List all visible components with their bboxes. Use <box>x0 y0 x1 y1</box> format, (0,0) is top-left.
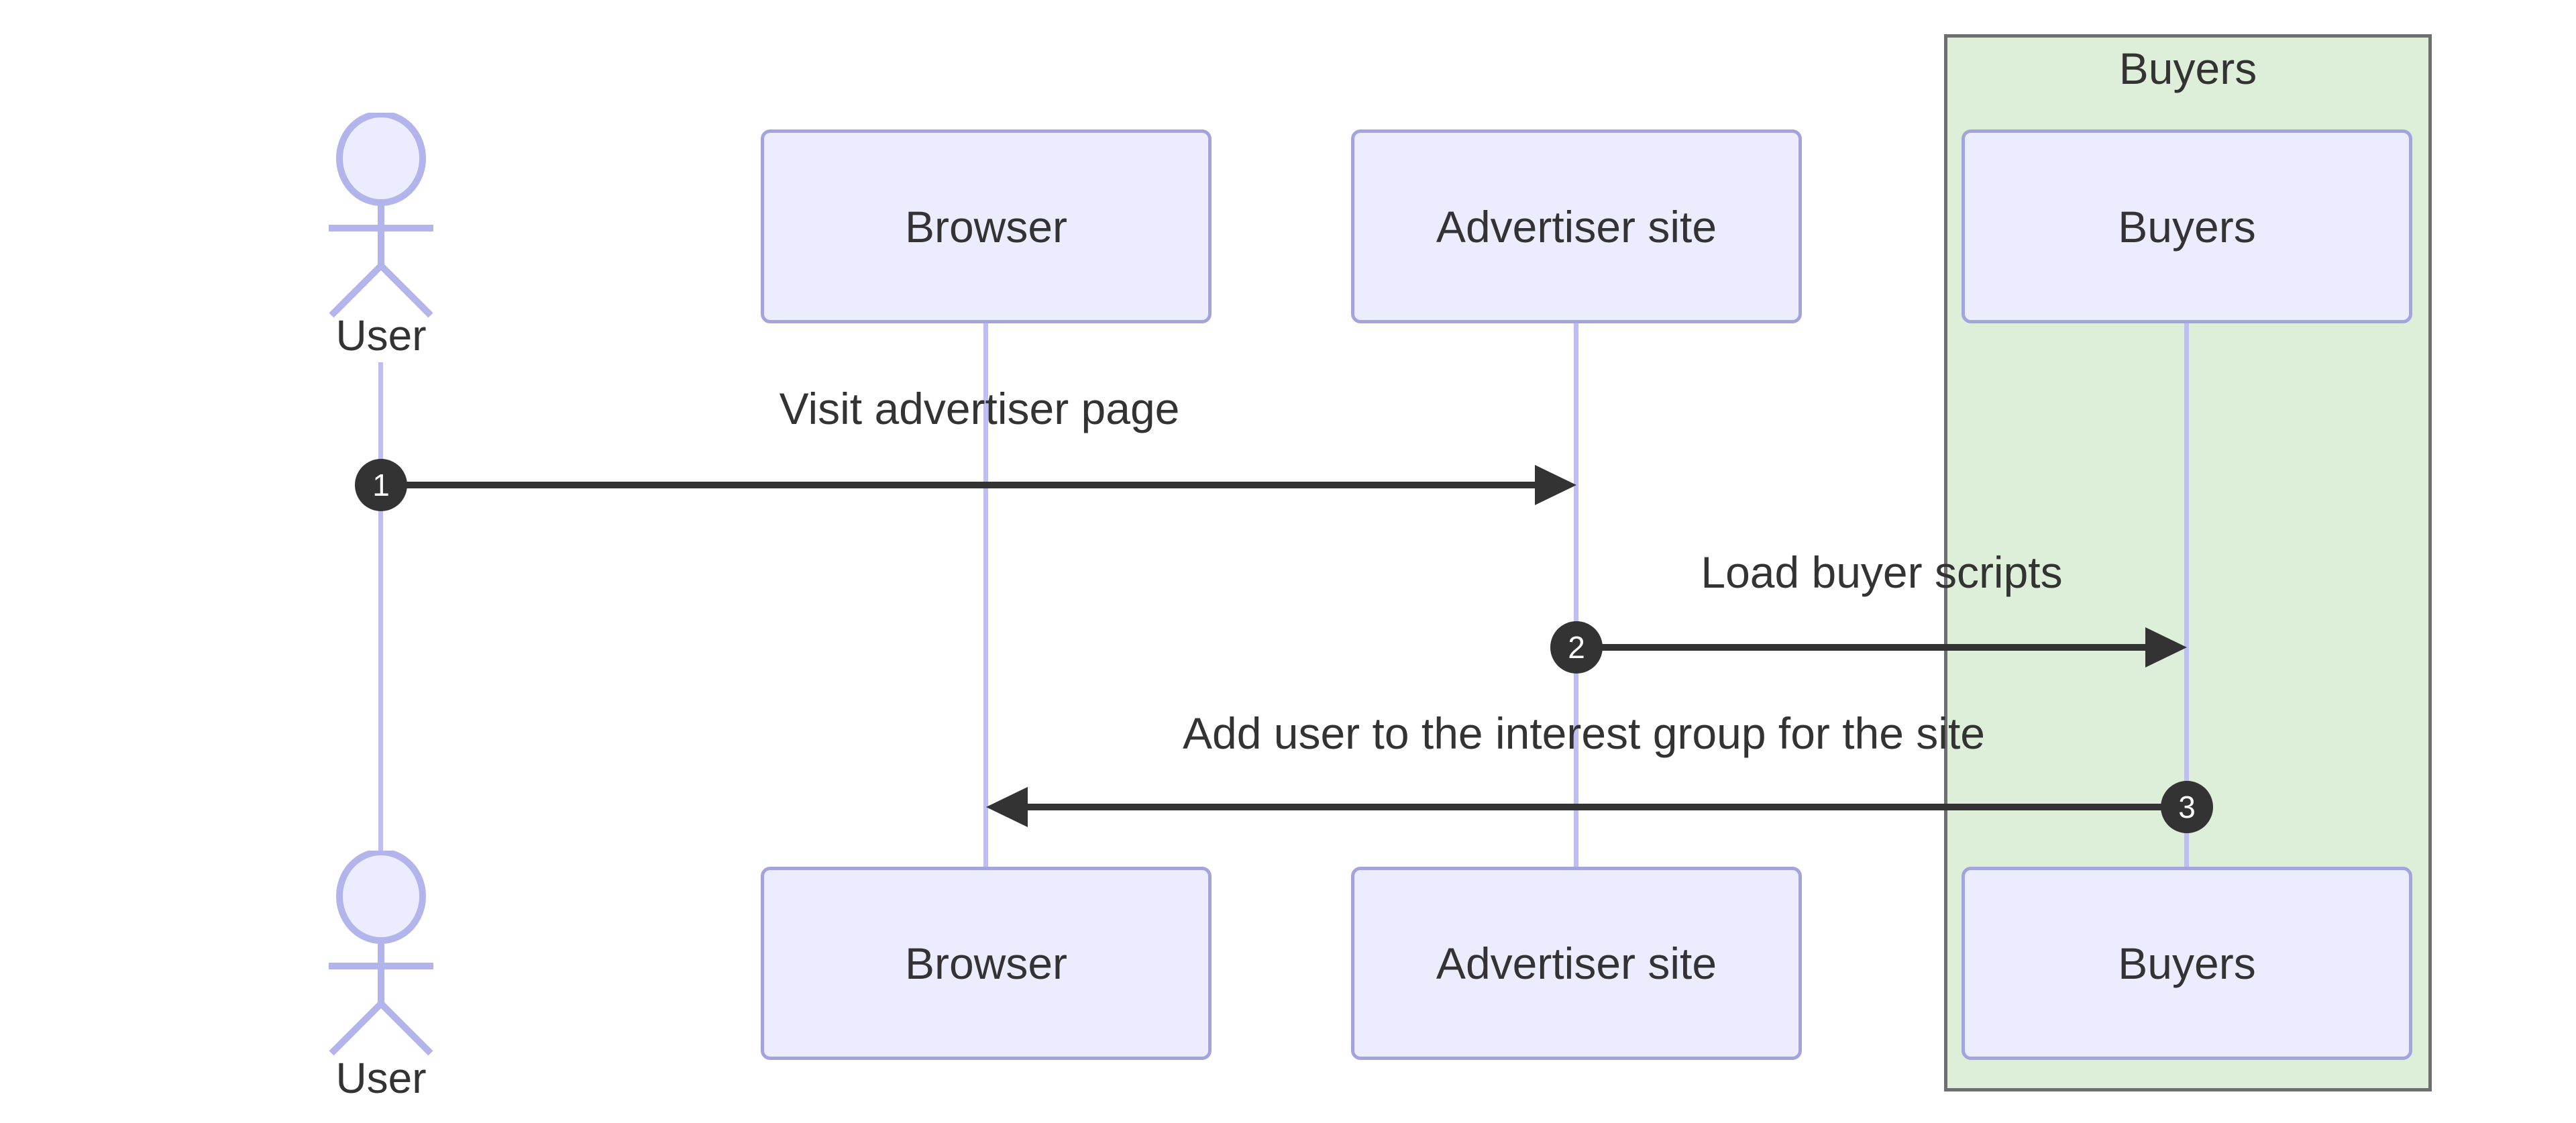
participant-advertiser-site-bottom: Advertiser site <box>1351 867 1802 1060</box>
lifeline-browser <box>983 323 988 867</box>
message-2-label: Load buyer scripts <box>1701 547 2063 597</box>
participant-advertiser-site-label: Advertiser site <box>1436 201 1717 252</box>
lifeline-user <box>378 362 383 853</box>
participant-browser-top: Browser <box>761 129 1212 323</box>
message-3-arrowhead-icon <box>986 787 1028 827</box>
user-actor-label-top: User <box>335 311 427 360</box>
user-actor-icon <box>329 851 433 1056</box>
participant-advertiser-site-label: Advertiser site <box>1436 939 1717 988</box>
message-1-label: Visit advertiser page <box>779 384 1180 433</box>
user-actor-icon <box>329 113 433 318</box>
lifeline-advertiser-site <box>1574 323 1578 867</box>
message-2-arrowhead-icon <box>2145 627 2187 667</box>
sequence-number-3: 3 <box>2161 781 2213 833</box>
participant-buyers-bottom: Buyers <box>1962 867 2412 1060</box>
participant-browser-bottom: Browser <box>761 867 1212 1060</box>
lifeline-buyers <box>2184 323 2189 867</box>
participant-buyers-label: Buyers <box>2118 201 2256 252</box>
message-2-line <box>1576 644 2145 651</box>
message-3-label: Add user to the interest group for the s… <box>1182 708 1986 758</box>
user-actor-label-bottom: User <box>335 1054 427 1102</box>
participant-buyers-label: Buyers <box>2118 939 2256 988</box>
participant-browser-label: Browser <box>904 201 1068 252</box>
participant-browser-label: Browser <box>904 939 1068 988</box>
message-1-arrowhead-icon <box>1535 465 1576 505</box>
message-3-line <box>1028 804 2187 810</box>
message-1-line <box>381 482 1535 488</box>
participant-buyers-top: Buyers <box>1962 129 2412 323</box>
group-buyers-title: Buyers <box>2118 44 2257 93</box>
participant-advertiser-site-top: Advertiser site <box>1351 129 1802 323</box>
sequence-number-1: 1 <box>355 459 407 511</box>
sequence-number-2: 2 <box>1550 621 1603 674</box>
